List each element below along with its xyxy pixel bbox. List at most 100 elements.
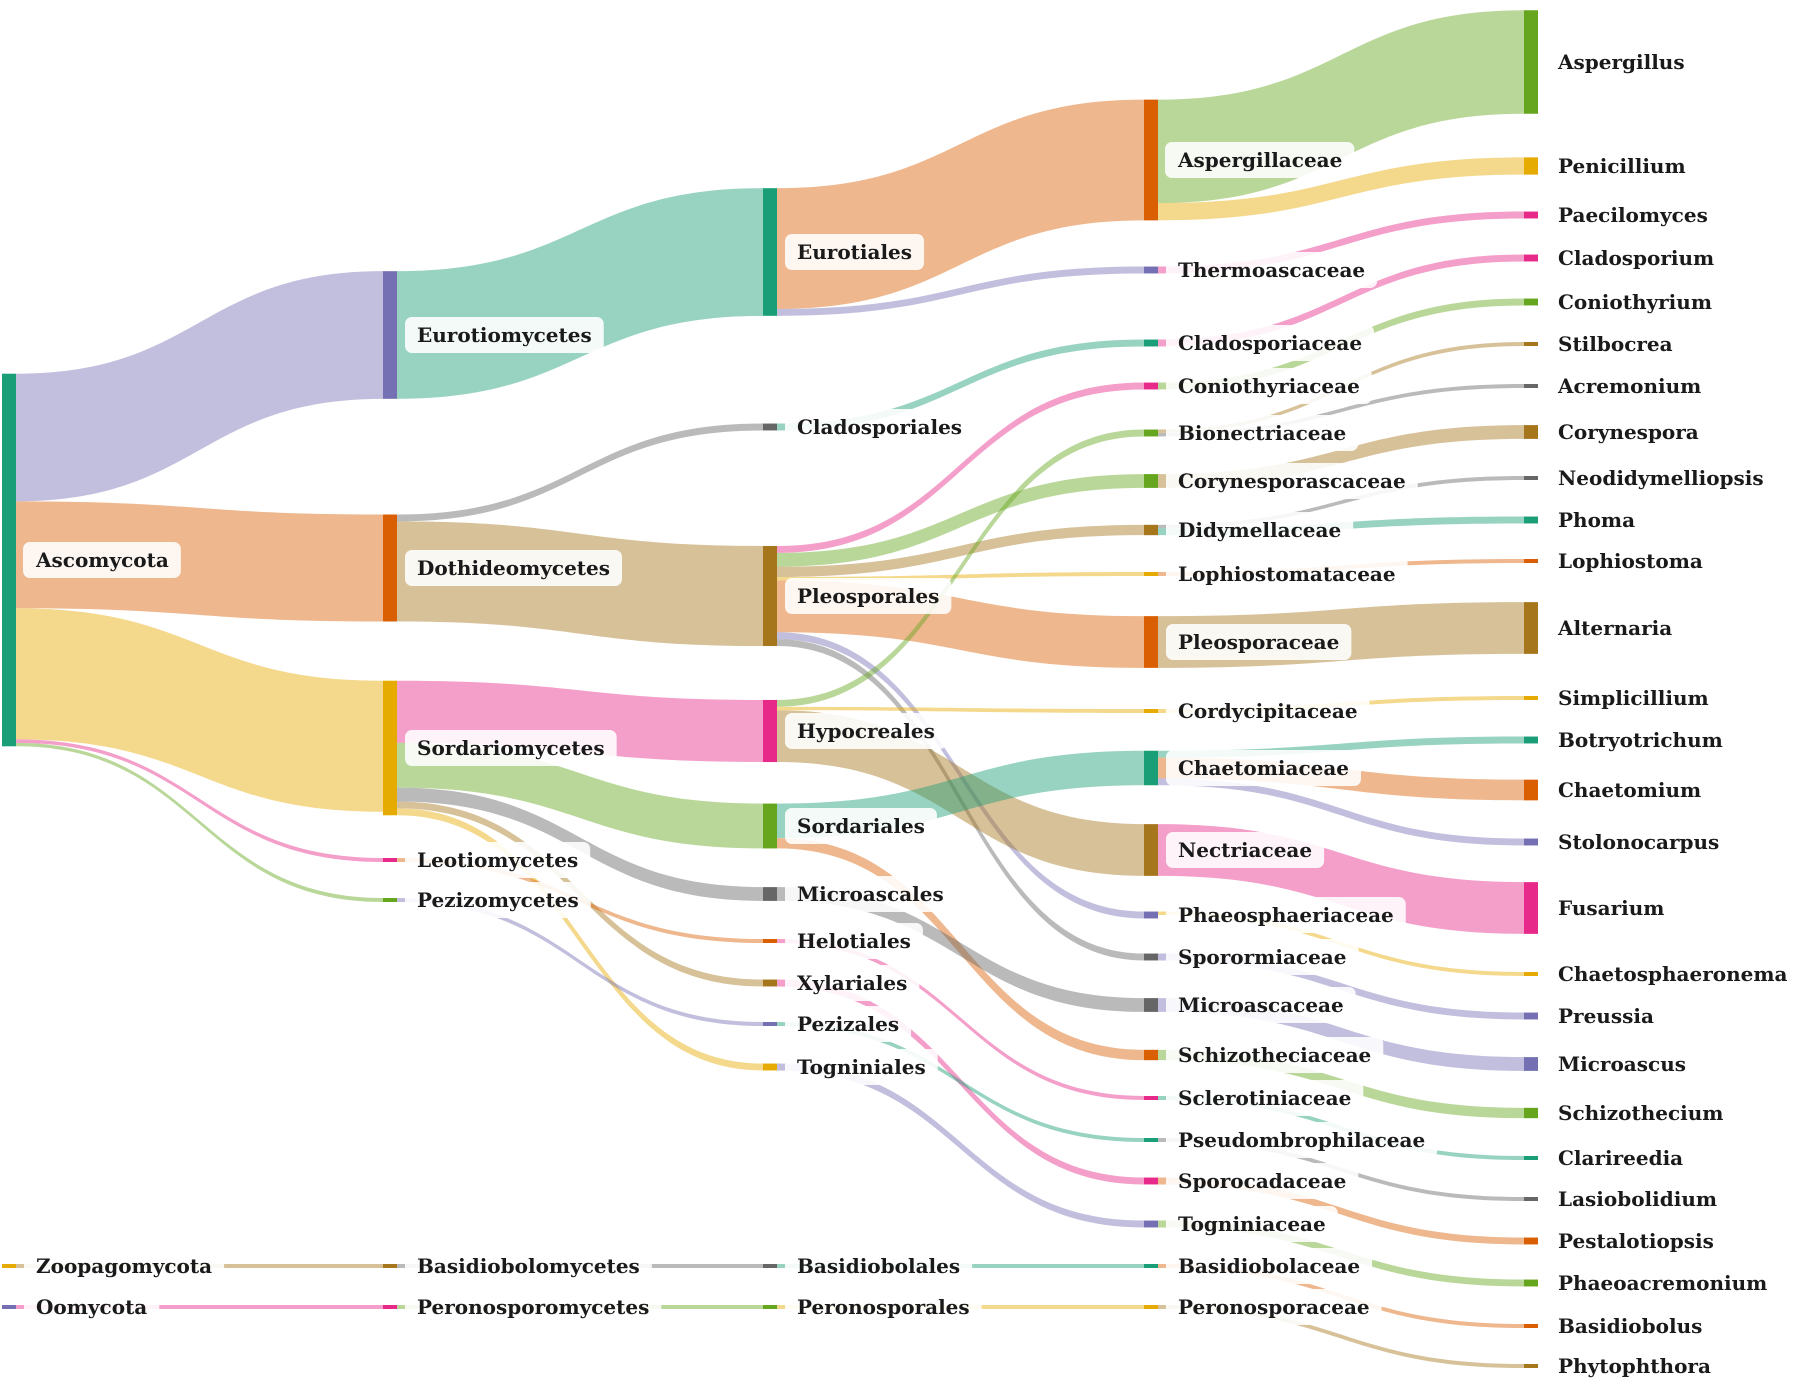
label-bg-thermoascaceae xyxy=(1166,252,1378,288)
node-sporocadaceae xyxy=(1144,1177,1158,1185)
label-basidiobolomycetes: Basidiobolomycetes xyxy=(417,1254,640,1278)
label-bg-zoopagomycota xyxy=(24,1248,225,1284)
node-basidiobolus xyxy=(1524,1324,1538,1328)
link-xylariales-to-sporocadaceae xyxy=(777,979,1144,1185)
label-bg-basidiobolomycetes xyxy=(405,1248,652,1284)
node-lophiostoma xyxy=(1524,559,1538,563)
label-bg-schizotheciaceae xyxy=(1166,1037,1384,1073)
node-nectriaceae xyxy=(1144,824,1158,876)
label-thermoascaceae: Thermoascaceae xyxy=(1178,258,1365,282)
label-bg-corynesporascaceae xyxy=(1166,463,1418,499)
link-eurotiales-to-aspergillaceae xyxy=(777,99,1144,309)
node-botryotrichum xyxy=(1524,736,1538,744)
label-chaetomiaceae: Chaetomiaceae xyxy=(1178,756,1349,780)
node-phytophthora xyxy=(1524,1364,1538,1368)
node-penicillium xyxy=(1524,157,1538,175)
label-pezizales: Pezizales xyxy=(797,1012,899,1036)
link-pleosporales-to-coniothyriaceae xyxy=(777,382,1144,553)
label-schizotheciaceae: Schizotheciaceae xyxy=(1178,1043,1371,1067)
label-bg-sclerotiniaceae xyxy=(1166,1080,1364,1116)
node-phaeosphaeriaceae xyxy=(1144,911,1158,919)
label-bg-sporormiaceae xyxy=(1166,939,1359,975)
label-cordycipitaceae: Cordycipitaceae xyxy=(1178,699,1358,723)
node-bionectriaceae xyxy=(1144,429,1158,437)
link-pleosporales-to-corynesporascaceae xyxy=(777,474,1144,567)
node-thermoascaceae xyxy=(1144,266,1158,274)
link-thermoascaceae-to-paecilomyces xyxy=(1158,211,1524,274)
label-bg-nectriaceae xyxy=(1166,832,1325,868)
label-bg-microascaceae xyxy=(1166,987,1356,1023)
node-lophiostomataceae xyxy=(1144,572,1158,576)
label-bg-pezizomycetes xyxy=(405,882,591,918)
node-schizothecium xyxy=(1524,1107,1538,1119)
link-sordariomycetes-to-togniniales xyxy=(397,808,763,1071)
label-basidiobolaceae: Basidiobolaceae xyxy=(1178,1254,1360,1278)
link-didymellaceae-to-neodidymelliopsis xyxy=(1158,476,1524,529)
node-paecilomyces xyxy=(1524,211,1538,219)
label-eurotiomycetes: Eurotiomycetes xyxy=(417,323,592,347)
label-bg-microascales xyxy=(785,876,956,912)
label-lasiobolidium: Lasiobolidium xyxy=(1558,1187,1717,1211)
node-leotiomycetes xyxy=(383,858,397,862)
label-bg-coniothyriaceae xyxy=(1166,368,1372,404)
node-cladosporium xyxy=(1524,254,1538,262)
label-nectriaceae: Nectriaceae xyxy=(1178,838,1312,862)
label-stolonocarpus: Stolonocarpus xyxy=(1558,830,1719,854)
node-neodidymelliopsis xyxy=(1524,476,1538,480)
label-sporocadaceae: Sporocadaceae xyxy=(1178,1169,1346,1193)
node-fusarium xyxy=(1524,882,1538,934)
label-neodidymelliopsis: Neodidymelliopsis xyxy=(1558,466,1764,490)
node-stilbocrea xyxy=(1524,342,1538,346)
node-microascaceae xyxy=(1144,998,1158,1012)
label-phytophthora: Phytophthora xyxy=(1558,1354,1711,1378)
link-ascomycota-to-sordariomycetes xyxy=(16,608,383,812)
node-sordariomycetes xyxy=(383,680,397,816)
label-eurotiales: Eurotiales xyxy=(797,240,912,264)
label-paecilomyces: Paecilomyces xyxy=(1558,203,1708,227)
node-preussia xyxy=(1524,1012,1538,1020)
label-xylariales: Xylariales xyxy=(797,971,907,995)
node-sporormiaceae xyxy=(1144,953,1158,961)
node-cladosporiaceae xyxy=(1144,339,1158,347)
label-chaetosphaeronema: Chaetosphaeronema xyxy=(1558,962,1787,986)
label-preussia: Preussia xyxy=(1558,1004,1654,1028)
label-microascaceae: Microascaceae xyxy=(1178,993,1344,1017)
node-zoopagomycota xyxy=(2,1264,16,1268)
link-hypocreales-to-nectriaceae xyxy=(777,710,1144,876)
link-helotiales-to-sclerotiniaceae xyxy=(777,939,1144,1100)
node-cladosporiales xyxy=(763,423,777,431)
label-basidiobolus: Basidiobolus xyxy=(1558,1314,1702,1338)
node-aspergillus xyxy=(1524,10,1538,114)
link-hypocreales-to-cordycipitaceae xyxy=(777,706,1144,713)
label-bg-basidiobolales xyxy=(785,1248,973,1284)
label-bg-phaeosphaeriaceae xyxy=(1166,897,1406,933)
node-basidiobolaceae xyxy=(1144,1264,1158,1268)
label-sclerotiniaceae: Sclerotiniaceae xyxy=(1178,1086,1351,1110)
link-eurotiomycetes-to-eurotiales xyxy=(397,188,763,399)
link-chaetomiaceae-to-stolonocarpus xyxy=(1158,778,1524,846)
link-ascomycota-to-eurotiomycetes xyxy=(16,271,383,502)
node-clarireedia xyxy=(1524,1156,1538,1160)
label-togniniales: Togniniales xyxy=(797,1055,926,1079)
label-bg-eurotiales xyxy=(785,234,925,270)
label-bg-cordycipitaceae xyxy=(1166,693,1370,729)
label-stilbocrea: Stilbocrea xyxy=(1558,332,1673,356)
label-bg-oomycota xyxy=(24,1289,160,1325)
link-ascomycota-to-dothideomycetes xyxy=(16,501,383,622)
node-pleosporales xyxy=(763,545,777,647)
node-hypocreales xyxy=(763,699,777,763)
label-sordariomycetes: Sordariomycetes xyxy=(417,736,605,760)
label-coniothyriaceae: Coniothyriaceae xyxy=(1178,374,1360,398)
node-phoma xyxy=(1524,516,1538,524)
labels-layer: AscomycotaZoopagomycotaOomycotaEurotiomy… xyxy=(23,50,1787,1378)
link-aspergillaceae-to-penicillium xyxy=(1158,157,1524,221)
link-microascales-to-microascaceae xyxy=(777,887,1144,1012)
label-dothideomycetes: Dothideomycetes xyxy=(417,556,610,580)
node-microascus xyxy=(1524,1057,1538,1071)
node-cordycipitaceae xyxy=(1144,709,1158,713)
link-pleosporales-to-didymellaceae xyxy=(777,524,1144,578)
label-bg-ascomycota xyxy=(23,542,181,578)
node-lasiobolidium xyxy=(1524,1197,1538,1201)
label-penicillium: Penicillium xyxy=(1558,154,1686,178)
